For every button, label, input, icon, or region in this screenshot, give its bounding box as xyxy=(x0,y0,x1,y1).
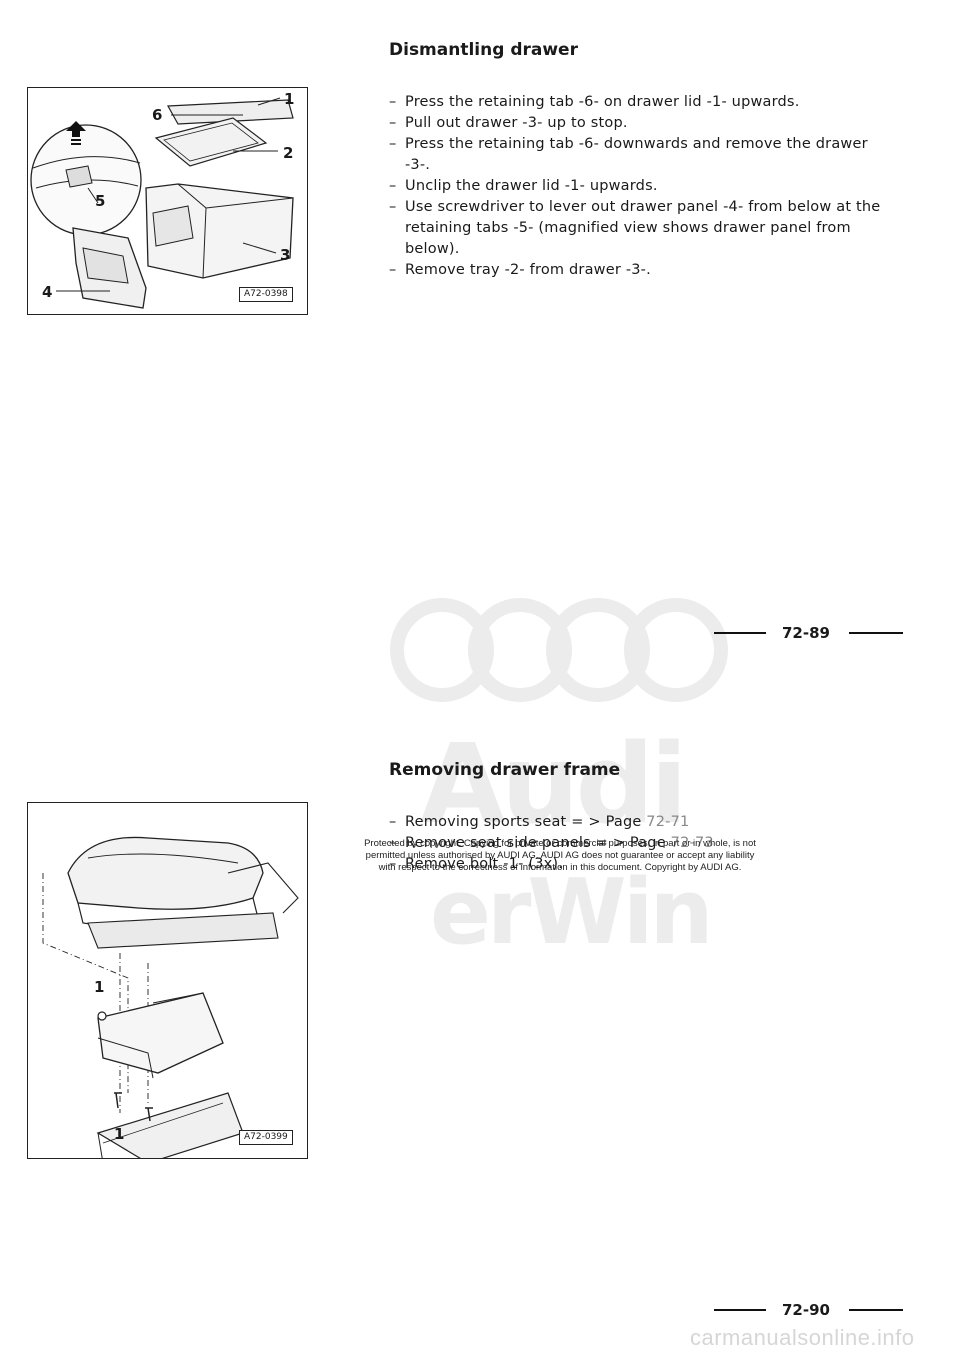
figure-seat-drawer-frame: 1 1 A72-0399 xyxy=(27,802,308,1189)
site-watermark: carmanualsonline.info xyxy=(690,1325,915,1350)
callout-1: 1 xyxy=(284,90,295,108)
callout-bolt-1-top: 1 xyxy=(94,978,105,996)
audi-text-watermark: Audi xyxy=(420,720,688,848)
callout-bolt-1-bottom: 1 xyxy=(114,1125,125,1143)
step-item: –Press the retaining tab -6- downwards a… xyxy=(389,136,868,173)
copyright-notice: Protected by copyright. Copying for priv… xyxy=(364,838,756,873)
section-title-dismantling-drawer: Dismantling drawer xyxy=(389,40,578,60)
step-item: –Press the retaining tab -6- on drawer l… xyxy=(389,94,800,110)
page-rule-right xyxy=(849,1309,903,1311)
step-item: –Pull out drawer -3- up to stop. xyxy=(389,115,628,131)
page-number: 72-90 xyxy=(782,1301,830,1319)
step-item: –Unclip the drawer lid -1- upwards. xyxy=(389,178,658,194)
page-reference-link[interactable]: 72-73 xyxy=(670,835,714,851)
step-item: –Remove tray -2- from drawer -3-. xyxy=(389,262,651,278)
step-item: –Removing sports seat = > Page 72-71 xyxy=(389,814,690,830)
section-title-removing-drawer-frame: Removing drawer frame xyxy=(389,760,621,780)
figure-tag: A72-0399 xyxy=(239,1130,293,1145)
seat-drawer-frame-drawing xyxy=(42,836,299,1189)
steps-list-dismantling: –Press the retaining tab -6- on drawer l… xyxy=(389,92,889,281)
callout-5: 5 xyxy=(95,192,106,210)
steps-list-drawer-frame: –Removing sports seat = > Page 72-71 –Re… xyxy=(389,812,889,875)
audi-rings-watermark xyxy=(390,598,728,702)
step-item: –Remove seat side panels = > Page 72-73 xyxy=(389,835,714,851)
callout-6: 6 xyxy=(152,106,163,124)
page-rule-left xyxy=(714,1309,766,1311)
figure-tag: A72-0398 xyxy=(239,287,293,302)
drawer-exploded-drawing xyxy=(30,97,294,309)
page-reference-link[interactable]: 72-71 xyxy=(646,814,690,830)
page-rule-right xyxy=(849,632,903,634)
callout-3: 3 xyxy=(280,246,291,264)
page-number: 72-89 xyxy=(782,624,830,642)
callout-2: 2 xyxy=(283,144,294,162)
up-arrow-icon xyxy=(66,121,86,145)
figure-drawer-exploded: 1 6 2 5 3 4 A72-0398 xyxy=(27,87,308,315)
callout-4: 4 xyxy=(42,283,53,301)
step-item: –Remove bolt -1- (3x). xyxy=(389,856,564,872)
erwin-text-watermark: erWin xyxy=(430,860,714,965)
step-item: –Use screwdriver to lever out drawer pan… xyxy=(389,199,881,257)
page-rule-left xyxy=(714,632,766,634)
